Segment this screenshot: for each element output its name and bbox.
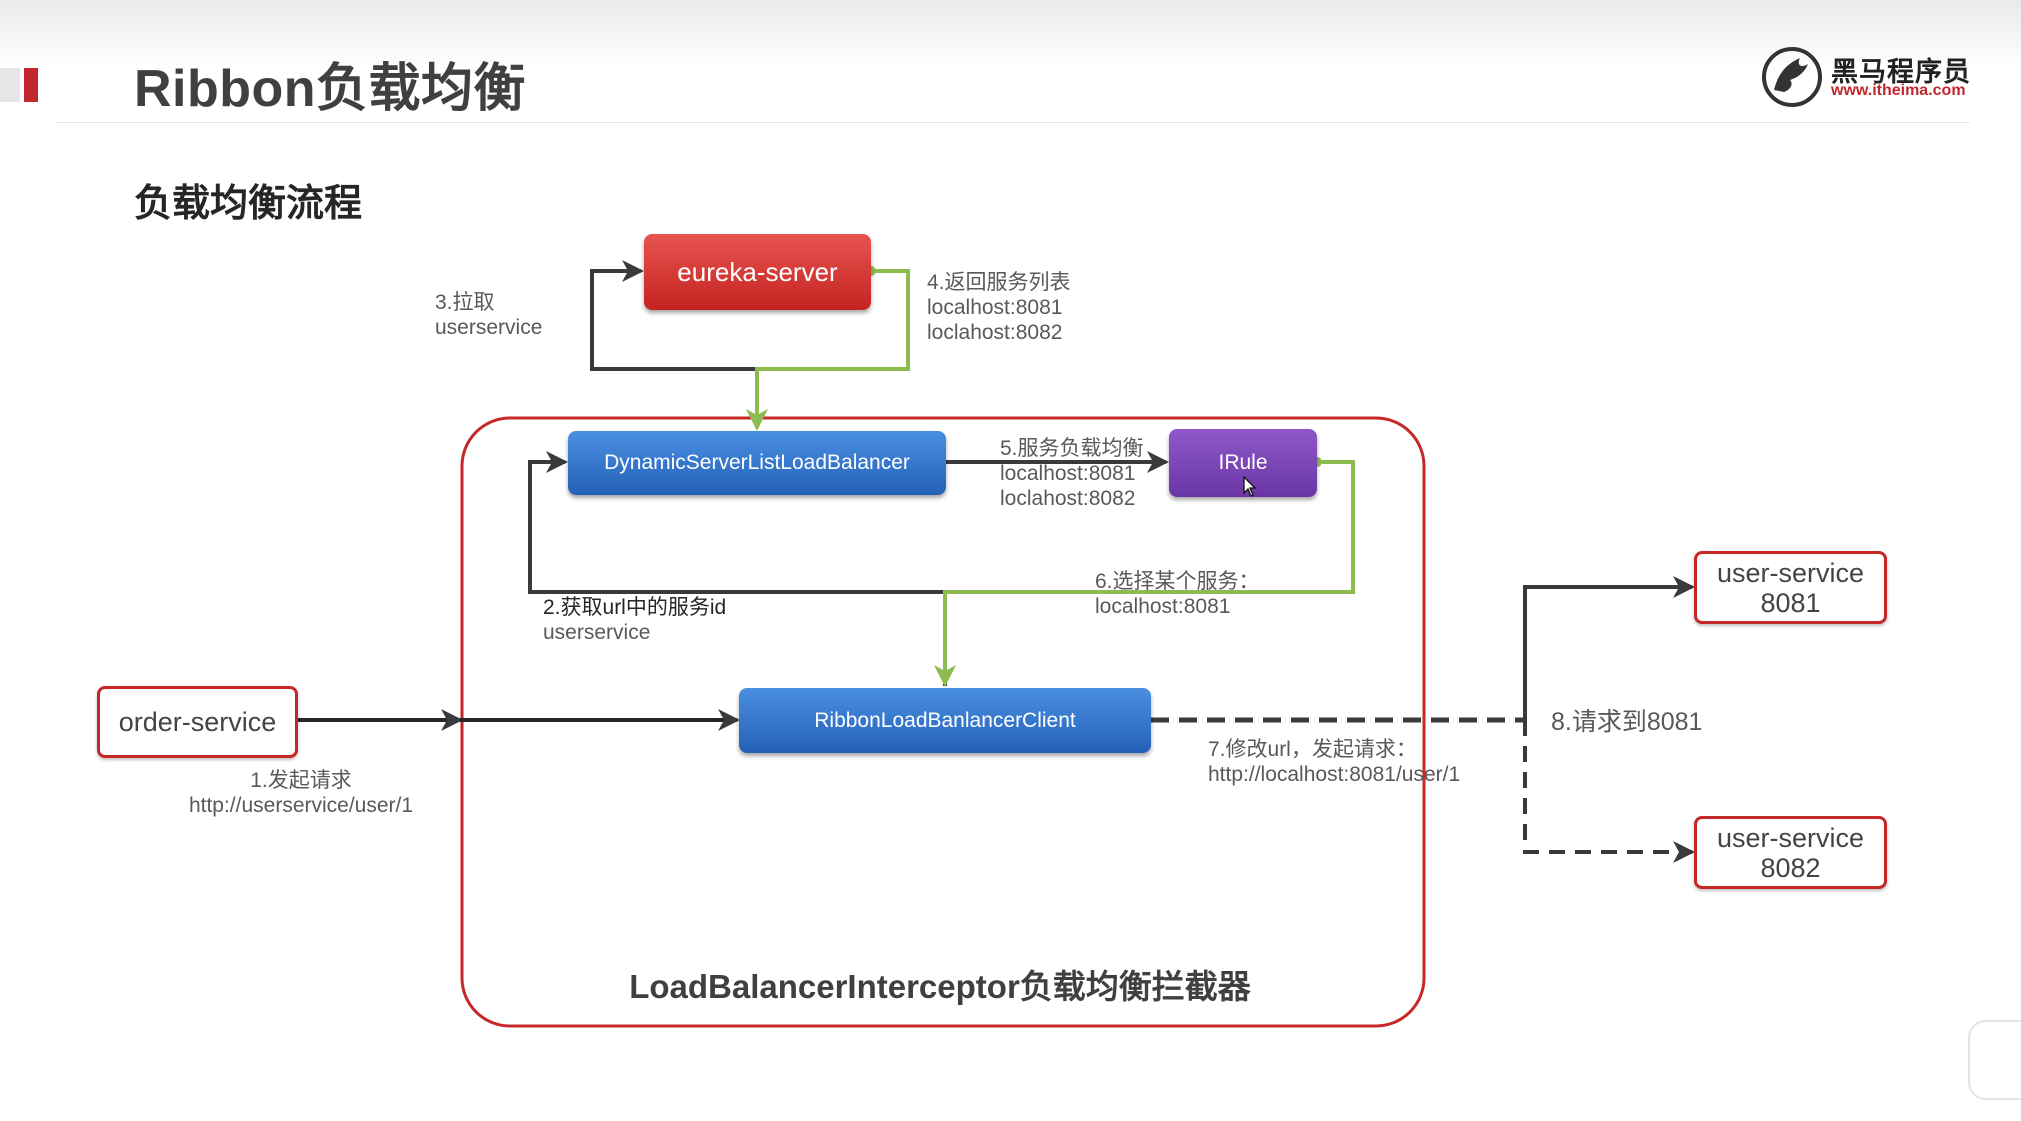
label-step2: 2.获取url中的服务id userservice bbox=[543, 596, 727, 644]
arrow-step2-get-id bbox=[528, 451, 947, 686]
label-step6: 6.选择某个服务： localhost:8081 bbox=[1095, 570, 1260, 618]
node-name: user-service bbox=[1716, 822, 1865, 853]
arrow-step8-to-8081 bbox=[1523, 576, 1695, 720]
mouse-cursor-icon bbox=[1243, 476, 1257, 497]
slide-title: Ribbon负载均衡 bbox=[134, 60, 527, 118]
arrow-step6-select bbox=[934, 460, 1355, 687]
label-step1: 1.发起请求 http://userservice/user/1 bbox=[188, 769, 414, 817]
logo-url: www.itheima.com bbox=[1831, 82, 1966, 99]
section-subtitle: 负载均衡流程 bbox=[134, 183, 363, 225]
logo-name: 黑马程序员 bbox=[1831, 57, 1971, 87]
user-service-8082-node: user-service 8082 bbox=[1694, 816, 1887, 889]
title-divider bbox=[55, 122, 1970, 123]
label-step7: 7.修改url，发起请求： http://localhost:8081/user… bbox=[1208, 738, 1461, 786]
order-service-node: order-service bbox=[97, 686, 298, 758]
node-port: 8082 bbox=[1760, 852, 1821, 883]
arrow-step4-return bbox=[746, 269, 910, 431]
label-step4: 4.返回服务列表 localhost:8081 loclahost:8082 bbox=[927, 271, 1071, 344]
chat-bubble-icon[interactable] bbox=[1968, 1020, 2021, 1100]
arrow-to-8082 bbox=[1523, 720, 1695, 863]
node-name: user-service bbox=[1716, 557, 1865, 588]
dynamic-lb-node: DynamicServerListLoadBalancer bbox=[568, 431, 946, 495]
user-service-8081-node: user-service 8081 bbox=[1694, 551, 1887, 624]
ribbon-client-node: RibbonLoadBanlancerClient bbox=[739, 688, 1151, 753]
horse-logo-icon bbox=[1762, 47, 1822, 107]
node-port: 8081 bbox=[1760, 587, 1821, 618]
label-step3: 3.拉取 userservice bbox=[435, 291, 543, 339]
top-fade bbox=[0, 0, 2021, 70]
irule-node: IRule bbox=[1169, 429, 1317, 497]
label-step8: 8.请求到8081 bbox=[1551, 708, 1703, 736]
accent-bar bbox=[24, 68, 38, 102]
label-step5: 5.服务负载均衡 localhost:8081 loclahost:8082 bbox=[1000, 437, 1144, 510]
container-title: LoadBalancerInterceptor负载均衡拦截器 bbox=[629, 968, 1251, 1005]
eureka-server-node: eureka-server bbox=[644, 234, 871, 310]
accent-shadow bbox=[0, 68, 20, 102]
